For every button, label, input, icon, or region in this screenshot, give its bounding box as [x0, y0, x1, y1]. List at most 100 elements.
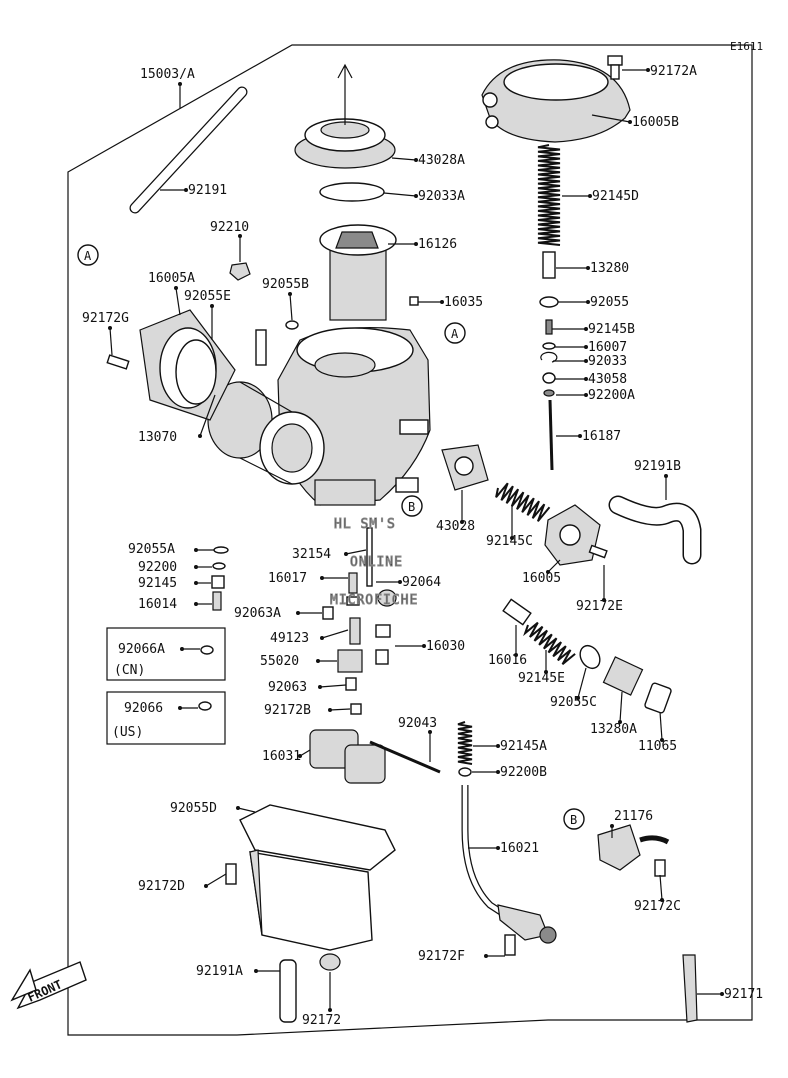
region-label-cn: (CN): [114, 663, 145, 678]
leader-92033A: [383, 192, 417, 197]
callout-16016: 16016: [488, 653, 527, 668]
callout-92172D: 92172D: [138, 879, 185, 894]
leader-lines: [108, 68, 724, 1012]
callout-92145D: 92145D: [592, 189, 639, 204]
nut-92210-part: [229, 262, 251, 281]
leader-dot-92033: [584, 359, 588, 363]
callout-55020: 55020: [260, 654, 299, 669]
leader-dot-92145C: [510, 536, 514, 540]
float-16031-part: [309, 729, 441, 784]
tube-92191-part: [129, 86, 248, 214]
tube-92191a-part: [279, 959, 297, 1023]
leader-dot-55020: [316, 659, 320, 663]
spring-92145e-part: [523, 621, 576, 665]
leader-dot-92066: [178, 706, 182, 710]
leader-92172B: [329, 708, 351, 711]
callout-16014: 16014: [138, 597, 177, 612]
ref-marker-a-2: A: [444, 322, 466, 344]
callout-16187: 16187: [582, 429, 621, 444]
leader-dot-13280A: [618, 720, 622, 724]
leader-92063: [319, 684, 347, 688]
spring-92145a-part: [457, 721, 473, 765]
leader-92172D: [205, 873, 227, 887]
leader-dot-92063A: [296, 611, 300, 615]
callout-92055D: 92055D: [170, 801, 217, 816]
leader-16005: [547, 559, 561, 573]
leader-dot-92055E: [210, 304, 214, 308]
svg-text:A: A: [451, 327, 459, 341]
callout-92066A: 92066A: [118, 642, 165, 657]
leader-dot-92210: [238, 234, 242, 238]
callout-21176: 21176: [614, 809, 653, 824]
plunger-16016-part: [502, 598, 532, 626]
callout-13280: 13280: [590, 261, 629, 276]
leader-dot-92145B: [584, 327, 588, 331]
screw-16035-part: [409, 296, 419, 306]
leader-dot-92064: [398, 580, 402, 584]
leader-dot-92200A: [584, 393, 588, 397]
callout-92145A: 92145A: [500, 739, 547, 754]
callout-43058: 43058: [588, 372, 627, 387]
leader-92172C: [659, 874, 663, 901]
ref-marker-b-2: B: [563, 808, 585, 830]
callout-92055A: 92055A: [128, 542, 175, 557]
leader-dot-43058: [584, 377, 588, 381]
leader-dot-16126: [414, 242, 418, 246]
callout-16031: 16031: [262, 749, 301, 764]
leader-49123: [321, 629, 349, 639]
leader-dot-16187: [578, 434, 582, 438]
svg-text:ONLINE: ONLINE: [350, 555, 403, 570]
ref-marker-b-1: B: [401, 495, 423, 517]
piston-16126-part: [319, 224, 397, 321]
svg-text:MICROFICHE: MICROFICHE: [330, 593, 418, 608]
cap-11065-part: [644, 682, 672, 714]
leader-92055B: [289, 293, 293, 321]
leader-dot-11065: [660, 738, 664, 742]
leader-dot-16005A: [174, 286, 178, 290]
callout-92172E: 92172E: [576, 599, 623, 614]
leader-dot-16017: [320, 576, 324, 580]
leader-dot-92172A: [646, 68, 650, 72]
needle-16187-part: [548, 399, 554, 471]
leader-dot-92172D: [204, 884, 208, 888]
callout-15003A: 15003/A: [140, 67, 195, 82]
leader-dot-92055D: [236, 806, 240, 810]
callout-16007: 16007: [588, 340, 627, 355]
callout-92055E: 92055E: [184, 289, 231, 304]
callout-92033: 92033: [588, 354, 627, 369]
callout-92210: 92210: [210, 220, 249, 235]
leader-13070: [199, 394, 216, 437]
leader-32154: [345, 549, 367, 555]
us-option-box: [106, 691, 226, 745]
clip-92171-part: [682, 954, 698, 1023]
leader-dot-43028A: [414, 158, 418, 162]
callout-13280A: 13280A: [590, 722, 637, 737]
leader-dot-49123: [320, 636, 324, 640]
callout-92145C: 92145C: [486, 534, 533, 549]
callout-92200A: 92200A: [588, 388, 635, 403]
callout-16030: 16030: [426, 639, 465, 654]
leader-dot-92055B: [288, 292, 292, 296]
callout-92033A: 92033A: [418, 189, 465, 204]
ring-92033a-part: [319, 182, 385, 202]
leader-16005B: [591, 114, 631, 123]
figure-code: E1611: [730, 40, 763, 53]
leader-dot-92145A: [496, 744, 500, 748]
housing-16005-part: [544, 504, 608, 566]
carburetor-body-part: [207, 326, 431, 506]
callout-16005B: 16005B: [632, 115, 679, 130]
callout-92066: 92066: [124, 701, 163, 716]
callout-16017: 16017: [268, 571, 307, 586]
callout-92145: 92145: [138, 576, 177, 591]
needle-stack-parts: [539, 251, 559, 397]
leader-dot-92145E: [544, 670, 548, 674]
callout-92191A: 92191A: [196, 964, 243, 979]
callout-92172: 92172: [302, 1013, 341, 1028]
leader-13280A: [619, 691, 623, 723]
leader-dot-21176: [610, 824, 614, 828]
diagram-frame: [67, 44, 753, 1036]
callout-32154: 32154: [292, 547, 331, 562]
leader-dot-92043: [428, 730, 432, 734]
callout-92191B: 92191B: [634, 459, 681, 474]
callout-49123: 49123: [270, 631, 309, 646]
